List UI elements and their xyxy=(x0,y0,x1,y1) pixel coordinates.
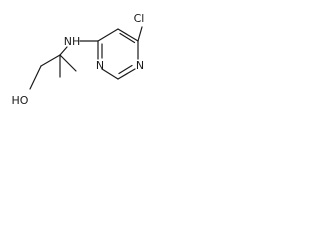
atom-label-cl: Cl xyxy=(134,12,145,25)
bond-ch2-o xyxy=(29,65,42,90)
bond-cq-methyl-right xyxy=(59,54,77,72)
bond-c2-n3 xyxy=(101,68,119,80)
atom-label-ring-n-upper: N xyxy=(136,59,144,72)
bond-c5-c6 xyxy=(117,28,139,42)
atom-label-nh: NH xyxy=(64,35,81,48)
bond-c5-c6-inner xyxy=(119,32,136,44)
structure-canvas: Cl NH N N HO xyxy=(0,0,162,122)
bond-n1-c2 xyxy=(117,68,136,80)
molecule-structure: Cl NH N N HO xyxy=(12,12,145,107)
bond-n1-c2-inner xyxy=(118,64,133,75)
atom-label-ring-n-lower: N xyxy=(96,59,104,72)
bond-cq-ch2 xyxy=(40,54,61,67)
bond-layer xyxy=(29,26,143,90)
atom-label-layer: Cl NH N N HO xyxy=(12,12,145,107)
bond-n-cq xyxy=(59,46,68,56)
bond-c6-cl xyxy=(137,26,143,42)
atom-label-ho: HO xyxy=(12,94,29,107)
bond-c4-c5 xyxy=(97,28,119,42)
